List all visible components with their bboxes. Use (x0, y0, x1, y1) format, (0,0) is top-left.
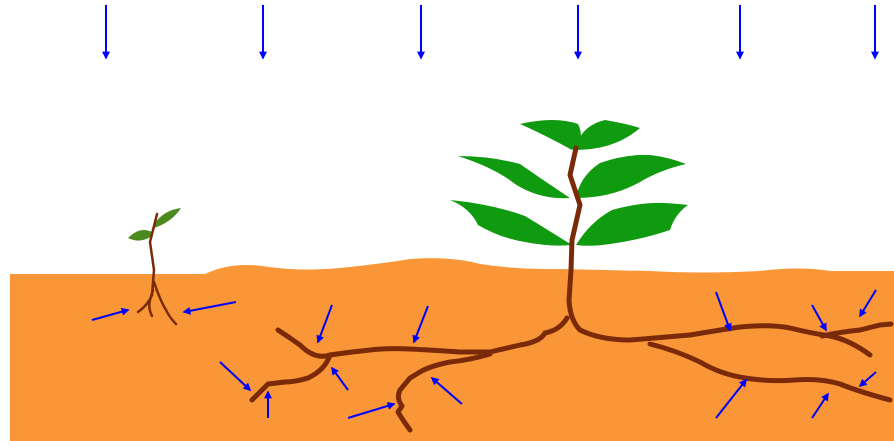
leaf-top-left (520, 120, 581, 150)
leaf-mid-right (576, 155, 686, 198)
leaf-low-left (450, 200, 572, 246)
seedling-leaf-left (128, 230, 152, 241)
leaf-low-right (576, 203, 688, 246)
leaf-mid-left (458, 156, 570, 198)
seedling-leaf-right (154, 208, 181, 228)
plant-leaves (450, 120, 688, 246)
leaf-top-right (575, 120, 640, 150)
rain-arrows (106, 5, 875, 58)
